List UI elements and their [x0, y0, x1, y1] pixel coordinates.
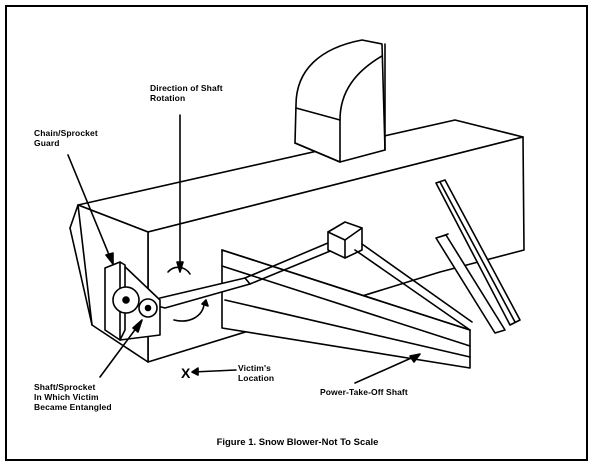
victim-location-label: Victim's Location	[238, 363, 275, 383]
handle-rails	[435, 179, 521, 334]
figure-caption: Figure 1. Snow Blower-Not To Scale	[216, 437, 379, 448]
annotation-arrows	[67, 114, 421, 384]
chain-sprocket-guard-label: Chain/Sprocket Guard	[34, 128, 98, 148]
figure-frame	[5, 5, 588, 461]
entangled-shaft-label: Shaft/Sprocket In Which Victim Became En…	[34, 382, 112, 412]
victim-location-mark: X	[181, 365, 191, 381]
pto-shaft-label: Power-Take-Off Shaft	[320, 387, 408, 397]
direction-of-rotation-label: Direction of Shaft Rotation	[150, 83, 223, 103]
discharge-chute	[294, 39, 386, 163]
power-take-off-shaft	[149, 221, 473, 331]
chain-sprocket-guard	[104, 261, 161, 341]
